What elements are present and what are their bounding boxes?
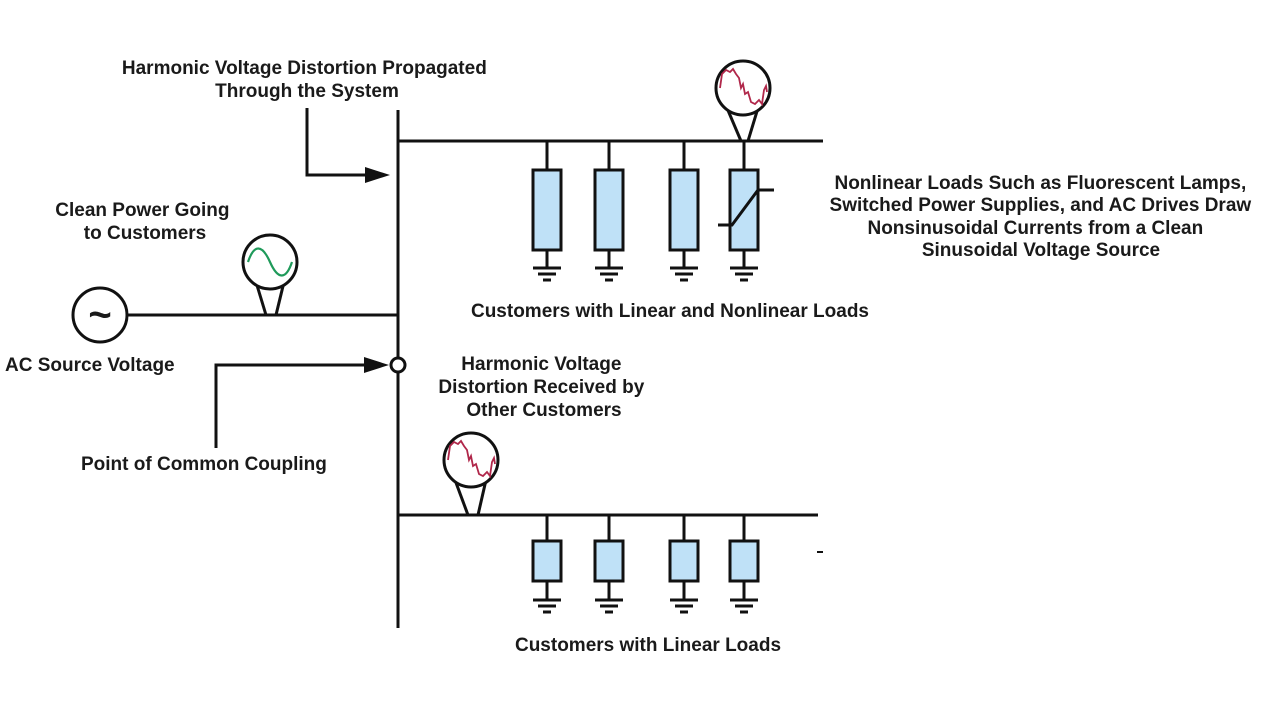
ground-icon [670,266,698,282]
distorted-waveform-bubble-upper [714,59,772,142]
label-pcc: Point of Common Coupling [81,454,327,475]
linear-load-box [728,539,760,583]
ac-source-glyph: ~ [88,293,111,337]
linear-load-box [531,539,563,583]
ground-icon [730,266,758,282]
distorted-wave-lower [447,439,496,479]
lower-load-1 [531,515,563,614]
pcc-arrowhead [364,357,389,373]
distorted-wave-upper [719,67,768,107]
ground-icon [595,598,623,614]
label-nonlinear-note: Nonlinear Loads Such as Fluorescent Lamp… [830,173,1257,261]
ground-icon [533,598,561,614]
label-propagated: Harmonic Voltage Distortion Propagated T… [122,58,492,102]
linear-load-box [668,539,700,583]
upper-load-1 [531,141,563,282]
linear-load-box [593,168,625,252]
label-upper-group: Customers with Linear and Nonlinear Load… [471,301,869,322]
upper-load-4 [718,141,774,282]
label-lower-group: Customers with Linear Loads [515,635,781,656]
ground-icon [533,266,561,282]
distorted-waveform-bubble-lower [442,431,500,516]
label-received: Harmonic Voltage Distortion Received by … [438,354,649,421]
lower-load-2 [593,515,625,614]
ground-icon [730,598,758,614]
nonlinear-symbol [718,188,774,227]
propagated-arrow-line [305,108,370,177]
clean-waveform-bubble [241,233,299,316]
ground-icon [595,266,623,282]
label-clean-power: Clean Power Going to Customers [55,200,234,244]
upper-load-3 [668,141,700,282]
clean-sine-wave [246,247,294,277]
linear-load-box [531,168,563,252]
label-ac-source: AC Source Voltage [5,355,175,376]
propagated-arrowhead [365,167,390,183]
ground-icon [670,598,698,614]
upper-load-2 [593,141,625,282]
upper-load-group [531,141,774,282]
pcc-node [389,356,407,374]
pcc-arrow-line [214,363,368,448]
linear-load-box [593,539,625,583]
lower-load-4 [728,515,760,614]
lower-load-group [531,515,760,614]
lower-load-3 [668,515,700,614]
linear-load-box [668,168,700,252]
